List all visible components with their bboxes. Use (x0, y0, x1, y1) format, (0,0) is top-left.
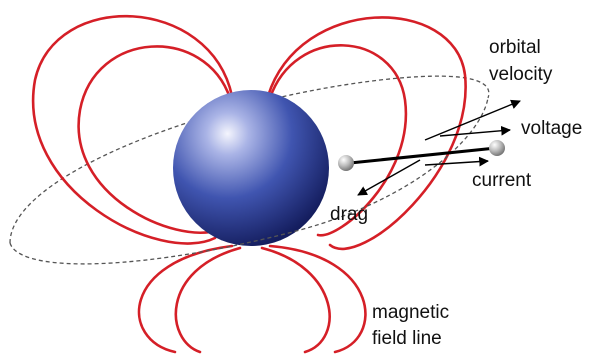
current-arrow (424, 156, 489, 167)
tether (349, 146, 497, 165)
label-field-line: field line (372, 328, 442, 349)
vector-arrows (357, 99, 521, 196)
planet (173, 90, 329, 246)
orbital-velocity-arrow (424, 99, 521, 141)
label-current: current (472, 170, 532, 191)
drag-arrow (357, 159, 421, 196)
satellite-right (489, 140, 505, 156)
voltage-arrow (439, 125, 511, 137)
label-drag: drag (330, 204, 368, 225)
orbit-back (9, 75, 490, 244)
field-lines-front (137, 244, 367, 354)
satellite-left (338, 155, 354, 171)
label-orbital: orbital (489, 37, 541, 58)
orbit-front (9, 97, 489, 265)
label-velocity: velocity (489, 64, 553, 85)
label-voltage: voltage (521, 118, 582, 139)
label-magnetic: magnetic (372, 302, 449, 323)
field-lines-back (31, 14, 467, 251)
